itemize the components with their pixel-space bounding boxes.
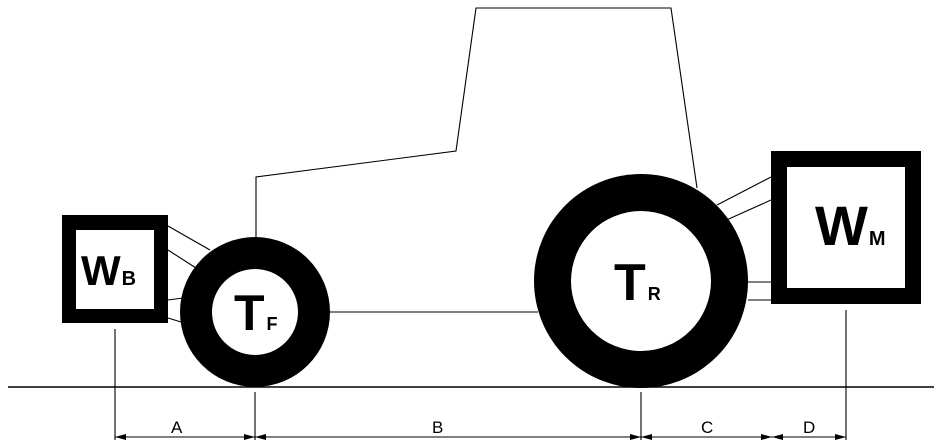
ballast-sub-label: B xyxy=(122,268,136,290)
rear-tire-main-label: T xyxy=(614,254,646,312)
dimension-arrowheads xyxy=(115,434,846,440)
svg-text:WM: WM xyxy=(815,194,886,257)
dimension-b-label: B xyxy=(432,418,443,437)
dimension-d-label: D xyxy=(803,418,815,437)
front-ballast-linkage xyxy=(167,225,211,323)
implement-linkage xyxy=(716,176,772,301)
rear-tire-sub-label: R xyxy=(648,284,661,304)
front-ballast-weight: WB xyxy=(62,215,168,323)
extension-lines xyxy=(114,310,847,440)
implement-main-label: W xyxy=(815,194,868,257)
svg-text:TR: TR xyxy=(614,254,661,312)
implement-weight: WM xyxy=(771,151,921,304)
front-tire-main-label: T xyxy=(234,285,265,341)
implement-sub-label: M xyxy=(869,228,886,250)
front-tire-sub-label: F xyxy=(267,314,278,334)
ballast-main-label: W xyxy=(81,247,121,294)
svg-text:TF: TF xyxy=(234,285,278,341)
dimension-c-label: C xyxy=(701,418,713,437)
tractor-body-outline xyxy=(255,7,698,240)
dimension-a-label: A xyxy=(171,418,183,437)
svg-text:WB: WB xyxy=(81,247,136,294)
